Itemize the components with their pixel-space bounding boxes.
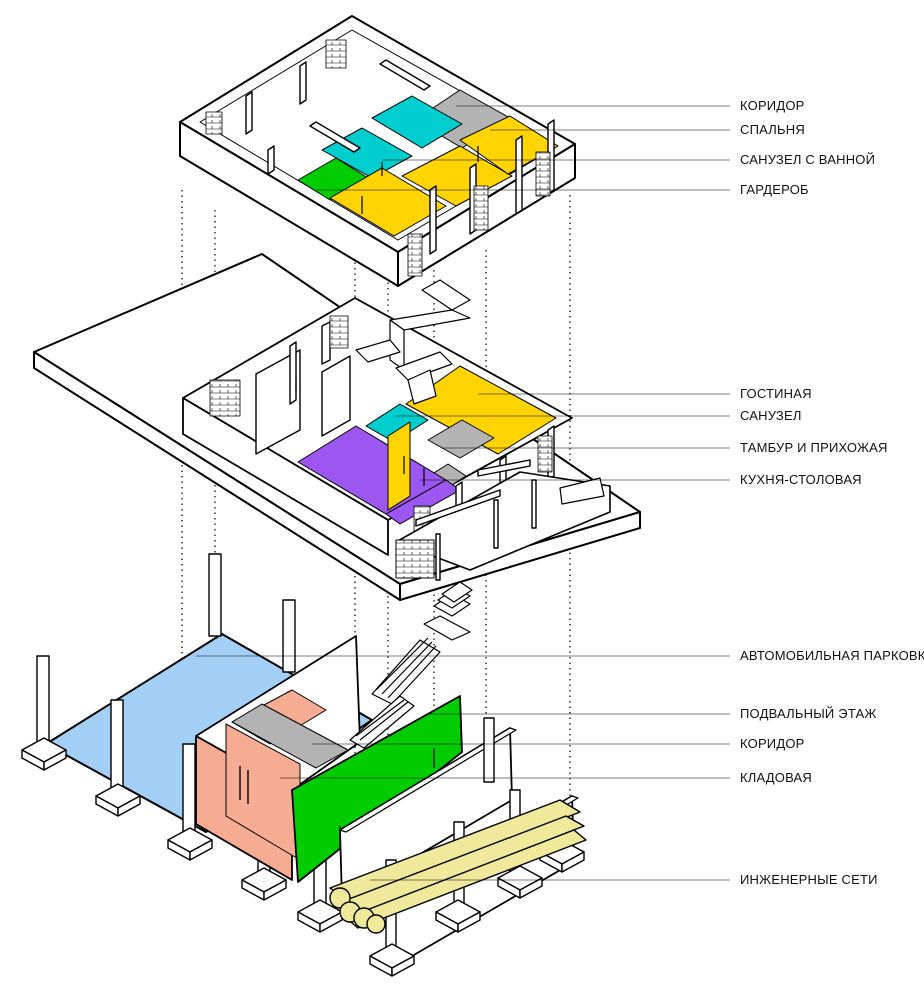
label-living-room: ГОСТИНАЯ [740, 386, 812, 401]
label-ground-bathroom: САНУЗЕЛ [740, 408, 802, 423]
basement [21, 553, 587, 977]
ground-slab-right [399, 511, 641, 601]
foundation-wall-1-top [339, 727, 517, 833]
porch-railing [395, 539, 435, 579]
ground-floor [33, 253, 641, 617]
entry-hall-floor [427, 419, 495, 459]
basement-stair [349, 615, 471, 749]
label-car-parking: АВТОМОБИЛЬНАЯ ПАРКОВКА [740, 648, 924, 663]
label-bathroom-with-tub: САНУЗЕЛ С ВАННОЙ [740, 152, 876, 167]
label-bedroom: СПАЛЬНЯ [740, 122, 805, 137]
label-engineering-networks: ИНЖЕНЕРНЫЕ СЕТИ [740, 872, 878, 887]
ground-walls-left [182, 397, 389, 556]
upper-floor [179, 15, 576, 287]
ground-stair [355, 279, 471, 405]
upper-bath-floor [371, 95, 463, 149]
living-yellow-wall [387, 421, 411, 511]
ground-bath-floor [365, 403, 429, 443]
porch-steps [433, 477, 605, 617]
label-vestibule-hall: ТАМБУР И ПРИХОЖАЯ [740, 440, 888, 455]
upper-bedroom-floor-3 [459, 115, 559, 175]
basement-corridor-floor [231, 703, 349, 769]
terrace [395, 471, 611, 571]
label-storage: КЛАДОВАЯ [740, 770, 813, 785]
leader-lines [196, 105, 730, 881]
label-basement-corridor: КОРИДОР [740, 736, 805, 751]
upper-bedroom-floor-1 [329, 167, 447, 237]
basement-green-wall [291, 695, 463, 883]
label-basement-floor: ПОДВАЛЬНЫЙ ЭТАЖ [740, 706, 877, 721]
label-kitchen-dining: КУХНЯ-СТОЛОВАЯ [740, 472, 862, 487]
label-wardrobe: ГАРДЕРОБ [740, 182, 809, 197]
engineering-pipes [329, 799, 587, 934]
label-upper-corridor: КОРИДОР [740, 98, 805, 113]
